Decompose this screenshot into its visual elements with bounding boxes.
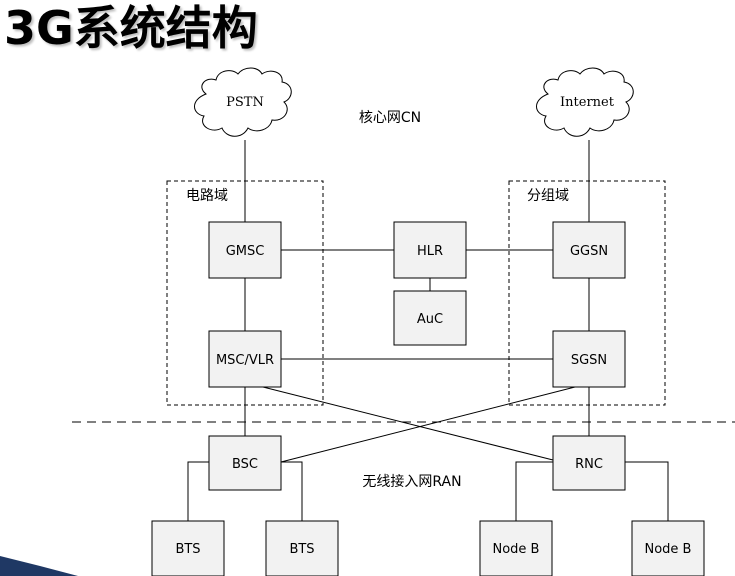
- edge-bsc-bts2: [281, 461, 303, 521]
- core-network-label: 核心网CN: [359, 110, 421, 126]
- node-bsc: BSC: [208, 435, 282, 491]
- node-bts-2: BTS: [265, 520, 339, 576]
- pstn-cloud-shape: [194, 67, 292, 137]
- node-sgsn-label: SGSN: [571, 353, 607, 368]
- node-nodeb-1: Node B: [479, 520, 553, 576]
- internet-cloud-shape: [536, 67, 634, 137]
- node-bts-1-label: BTS: [175, 542, 200, 557]
- node-gmsc: GMSC: [208, 221, 282, 279]
- edge-rnc-nodeb2: [625, 461, 669, 521]
- node-bts-1: BTS: [151, 520, 225, 576]
- edge-rnc-nodeb1: [515, 461, 553, 521]
- node-rnc-label: RNC: [575, 457, 603, 472]
- node-gmsc-label: GMSC: [226, 244, 265, 259]
- node-msc-vlr-label: MSC/VLR: [216, 353, 274, 368]
- ran-label: 无线接入网RAN: [362, 473, 461, 490]
- node-ggsn-label: GGSN: [570, 244, 608, 259]
- internet-cloud: Internet: [536, 67, 634, 137]
- accent-bar: [0, 556, 78, 576]
- packet-domain-box: [508, 180, 666, 406]
- slide-title: 3G系统结构: [4, 1, 258, 55]
- node-nodeb-2-label: Node B: [645, 542, 692, 557]
- node-auc: AuC: [393, 290, 467, 346]
- pstn-cloud: PSTN: [194, 67, 292, 137]
- node-sgsn: SGSN: [552, 330, 626, 388]
- node-nodeb-2: Node B: [631, 520, 705, 576]
- node-auc-label: AuC: [417, 312, 443, 327]
- node-hlr-label: HLR: [417, 244, 443, 259]
- node-bts-2-label: BTS: [289, 542, 314, 557]
- internet-label: Internet: [560, 95, 615, 110]
- node-rnc: RNC: [552, 435, 626, 491]
- node-hlr: HLR: [393, 221, 467, 279]
- node-msc-vlr: MSC/VLR: [208, 330, 282, 388]
- edge-bsc-sgsn: [280, 386, 576, 463]
- pstn-label: PSTN: [226, 95, 264, 110]
- node-nodeb-1-label: Node B: [493, 542, 540, 557]
- circuit-domain-label: 电路域: [186, 188, 228, 204]
- node-ggsn: GGSN: [552, 221, 626, 279]
- node-bsc-label: BSC: [232, 457, 258, 472]
- edge-msc-rnc: [262, 386, 554, 461]
- packet-domain-label: 分组域: [527, 188, 569, 204]
- edge-bsc-bts1: [187, 461, 209, 521]
